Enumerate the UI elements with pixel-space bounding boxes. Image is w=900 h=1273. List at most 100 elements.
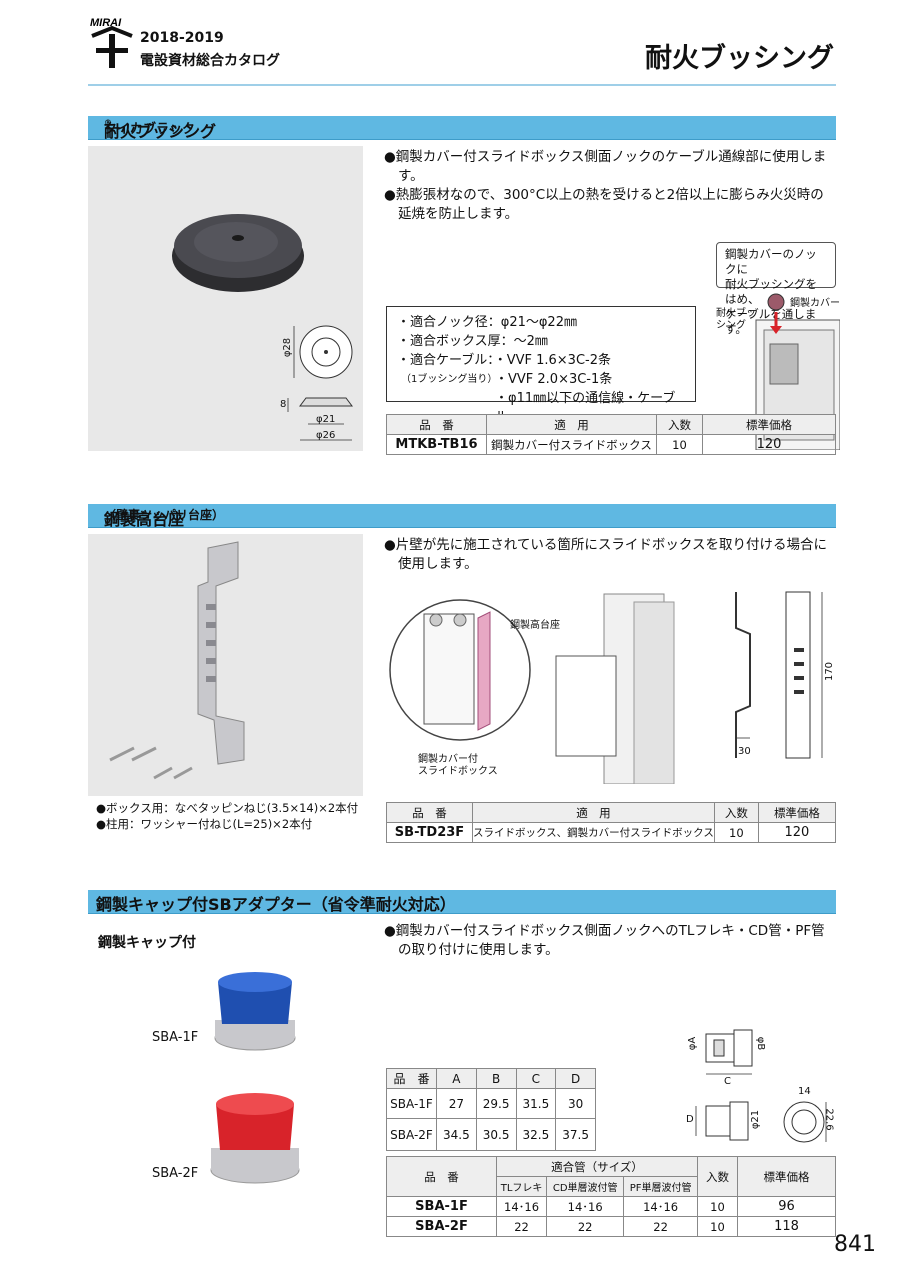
spec-line: ・VVF 2.0×3C-1条 [495, 372, 613, 387]
sec2-bullets: ●片壁が先に施工されている箇所にスライドボックスを取り付ける場合に使用します。 [384, 536, 836, 574]
catalog-name: 電設資材総合カタログ [140, 53, 280, 69]
table-cell: SBA-2F [386, 1216, 497, 1237]
dim-d21: φ21 [316, 414, 336, 425]
sec3-subtitle: 鋼製キャップ付 [98, 935, 196, 951]
table-cell: 10 [656, 434, 703, 455]
adapter-photos [200, 960, 310, 1190]
dim-h8: 8 [280, 399, 287, 410]
dimension-table: 品 番 A B C D SBA-1F 27 29.5 31.5 30 SBA-2… [386, 1068, 596, 1151]
callout-text: 鋼製カバーのノックに [725, 247, 817, 276]
table-row: SBA-2F 22 22 22 10 118 [386, 1216, 836, 1237]
dim-14: 14 [798, 1086, 811, 1097]
mirai-logo: MIRAI [88, 14, 136, 70]
table-cell: 120 [757, 822, 837, 843]
section-bar-steel-stand: 鋼製高台座（壁裏ツッパリ台座） [88, 504, 836, 529]
table-cell: 27 [436, 1088, 477, 1119]
table-cell: 22 [546, 1216, 625, 1237]
table-header: 標準価格 [737, 1156, 836, 1197]
logo-text: MIRAI [90, 17, 122, 29]
dim-d26: φ26 [316, 430, 336, 441]
bushing-photo-panel: φ28 8 φ21 φ26 [88, 146, 363, 451]
callout-text: ケーブルを通します。 [725, 307, 817, 336]
sec1-price-table: 品 番 適 用 入数 標準価格 MTKB-TB16 鋼製カバー付スライドボックス… [386, 414, 836, 455]
label-sba-1f: SBA-1F [152, 1030, 199, 1045]
table-header: 入数 [697, 1156, 738, 1197]
dim-30: 30 [738, 746, 751, 757]
table-header: 品 番 [386, 1156, 497, 1197]
bullet-item: ●鋼製カバー付スライドボックス側面ノックへのTLフレキ・CD管・PF管の取り付け… [384, 923, 825, 958]
table-header: 標準価格 [702, 414, 836, 435]
table-cell: スライドボックス、鋼製カバー付スライドボックス [472, 822, 715, 843]
bushing-photo [172, 214, 353, 441]
spec-line: ・適合ボックス厚：～2㎜ [397, 334, 548, 349]
label-steel-stand: 鋼製高台座 [510, 620, 560, 631]
label-box-line1: 鋼製カバー付 [418, 754, 478, 765]
table-cell: 14･16 [546, 1196, 625, 1217]
table-cell: 29.5 [475, 1088, 517, 1119]
table-cell: SBA-1F [386, 1088, 437, 1119]
stand-photo-panel [88, 534, 363, 796]
table-cell: 10 [697, 1216, 738, 1237]
table-row: MTKB-TB16 鋼製カバー付スライドボックス 10 120 [386, 434, 836, 455]
table-header: 品 番 [386, 1068, 437, 1089]
bullet-item: ●熱膨張材なので、300°C以上の熱を受けると2倍以上に膨らみ火災時の延焼を防止… [384, 187, 824, 222]
dim-a: φA [687, 1036, 699, 1051]
table-header: 適 用 [486, 414, 657, 435]
table-cell: 10 [713, 822, 759, 843]
dim-22-6: 22.6 [823, 1108, 835, 1131]
table-subheader: PF単層波付管 [623, 1176, 698, 1197]
spec-note: （1ブッシング当り） [401, 374, 498, 385]
stand-notes: ●ボックス用：なべタッピンねじ(3.5×14)×2本付 ●柱用：ワッシャー付ねじ… [96, 800, 386, 832]
table-header: 入数 [656, 414, 703, 435]
registered-mark: ® [104, 118, 112, 127]
sec3-bullets: ●鋼製カバー付スライドボックス側面ノックへのTLフレキ・CD管・PF管の取り付け… [384, 922, 836, 960]
table-subheader: CD単層波付管 [546, 1176, 625, 1197]
table-cell: 22 [495, 1216, 548, 1237]
table-cell: MTKB-TB16 [386, 434, 487, 455]
table-header: 品 番 [386, 802, 473, 823]
table-row: SBA-2F 34.5 30.5 32.5 37.5 [386, 1118, 596, 1151]
stand-dimension-drawing: 170 30 [722, 588, 836, 764]
bullet-item: ●片壁が先に施工されている箇所にスライドボックスを取り付ける場合に使用します。 [384, 537, 827, 572]
table-header: A [436, 1068, 477, 1089]
label-sba-2f: SBA-2F [152, 1166, 199, 1181]
sec2-price-table: 品 番 適 用 入数 標準価格 SB-TD23F スライドボックス、鋼製カバー付… [386, 802, 837, 843]
table-row: SB-TD23F スライドボックス、鋼製カバー付スライドボックス 10 120 [386, 822, 837, 843]
stand-install-diagram: 鋼製高台座 鋼製カバー付 スライドボックス [386, 584, 716, 785]
spec-line: ・適合ノック径：φ21～φ22㎜ [397, 315, 577, 330]
dim-d21: φ21 [750, 1109, 762, 1130]
dim-d28: φ28 [282, 337, 294, 358]
spec-box: ・適合ノック径：φ21～φ22㎜ ・適合ボックス厚：～2㎜ ・適合ケーブル：・V… [386, 306, 696, 425]
table-cell: 120 [702, 434, 836, 455]
table-subheader: TLフレキ [495, 1176, 548, 1197]
table-cell: 34.5 [436, 1118, 477, 1151]
note-line: ●柱用：ワッシャー付ねじ(L=25)×2本付 [96, 817, 313, 831]
table-header: 適 用 [472, 802, 715, 823]
adapter-dimension-drawing: φA φB C D φ21 14 22.6 [684, 1024, 836, 1150]
table-header: 適合管（サイズ） [496, 1156, 698, 1177]
page-title: 耐火ブッシング [645, 43, 834, 74]
dim-170: 170 [824, 661, 836, 682]
sec1-bullets: ●鋼製カバー付スライドボックス側面ノックのケーブル通線部に使用します。 ●熱膨張… [384, 148, 836, 224]
page-number: 841 [834, 1232, 876, 1257]
table-header: D [555, 1068, 596, 1089]
section-bar-sb-adapter: 鋼製キャップ付SBアダプター（省令準耐火対応） [88, 890, 836, 914]
section-title-prefix: タイカブラック [104, 122, 196, 137]
table-cell: 118 [737, 1216, 836, 1237]
table-row: SBA-1F 14･16 14･16 14･16 10 96 [386, 1196, 836, 1217]
table-cell: 31.5 [515, 1088, 557, 1119]
bullet-item: ●鋼製カバー付スライドボックス側面ノックのケーブル通線部に使用します。 [384, 149, 827, 184]
table-cell: SBA-1F [386, 1196, 497, 1217]
table-header: B [475, 1068, 517, 1089]
section-title: 鋼製キャップ付SBアダプター（省令準耐火対応） [96, 895, 456, 914]
table-cell: 30.5 [475, 1118, 517, 1151]
table-cell: 37.5 [555, 1118, 596, 1151]
table-row: SBA-1F 27 29.5 31.5 30 [386, 1088, 596, 1119]
table-cell: 22 [623, 1216, 698, 1237]
stand-photo [109, 541, 245, 780]
section-title: 耐火ブッシング [104, 122, 217, 141]
table-cell: 14･16 [623, 1196, 698, 1217]
table-cell: SB-TD23F [386, 822, 473, 843]
usage-callout: 鋼製カバーのノックに 耐火ブッシングをはめ、 ケーブルを通します。 [716, 242, 836, 336]
table-cell: 鋼製カバー付スライドボックス [486, 434, 657, 455]
